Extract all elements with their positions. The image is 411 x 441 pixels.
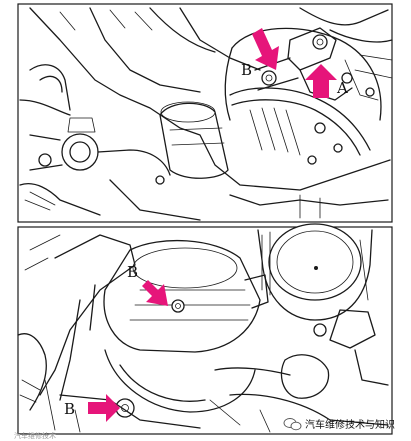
callout-b-bottom-upper: B [127,263,138,281]
watermark-faint-text: 汽车维修技术 [14,431,56,440]
arrow-to-bracket-a [305,64,337,98]
top-panel: B A [17,3,393,223]
arrow-to-bolt-b-upper [138,280,168,306]
callout-b-top: B [241,61,252,79]
top-panel-frame [17,3,393,223]
arrow-to-bolt-b-top [252,28,279,70]
arrow-to-bolt-b-lower [88,394,120,422]
watermark: 汽车维修技术与知识 汽车维修技术 [14,418,395,440]
bottom-panel: B B [17,223,393,435]
bottom-panel-frame [17,226,393,435]
wechat-icon [283,418,302,431]
watermark-text: 汽车维修技术与知识 [305,418,395,431]
callout-b-bottom-lower: B [64,400,75,418]
callout-a: A [336,79,348,97]
